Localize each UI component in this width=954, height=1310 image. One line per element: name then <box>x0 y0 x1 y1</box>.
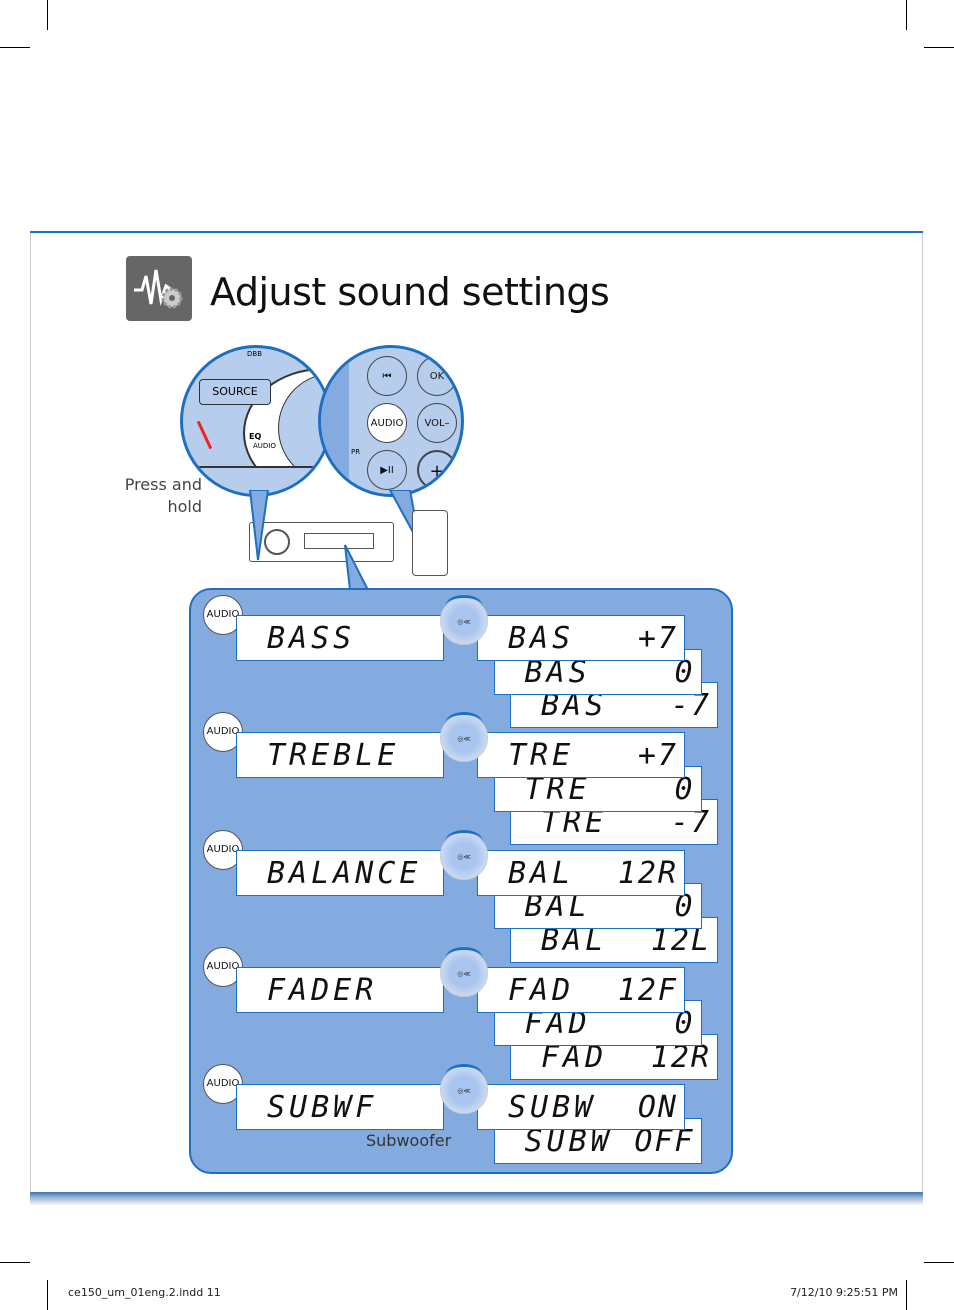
setting-label: BAS <box>508 621 575 656</box>
head-unit-zoom: DBB SOURCE EQ AUDIO <box>180 345 332 497</box>
remote-zoom: ⏮ OK AUDIO VOL– ▶II + PR <box>318 345 464 497</box>
crop-mark <box>924 47 954 48</box>
bottom-rule <box>30 1192 923 1206</box>
setting-value: 12R <box>617 855 678 891</box>
dbb-label: DBB <box>247 350 262 358</box>
subwoofer-caption: Subwoofer <box>366 1131 452 1150</box>
lcd-display: TREBLE <box>236 732 444 779</box>
crop-mark <box>0 47 30 48</box>
setting-label: SUBW <box>508 1090 597 1126</box>
rotary-knob-icon: ◎≪ <box>440 595 488 645</box>
rotary-knob-icon: ◎≪ <box>440 946 488 997</box>
rotary-knob-icon: ◎≪ <box>440 829 488 880</box>
lcd-display: SUBWF <box>236 1084 444 1131</box>
prev-button: ⏮ <box>367 356 407 396</box>
setting-value: +7 <box>637 738 678 774</box>
lcd-value-display: BAL 12R <box>477 849 685 896</box>
source-button: SOURCE <box>199 379 271 405</box>
remote-illustration <box>412 510 448 576</box>
lcd-display: BALANCE <box>236 849 444 896</box>
audio-button: AUDIO <box>367 403 407 443</box>
lcd-value-display: BAS +7 <box>477 615 685 661</box>
ok-button: OK <box>417 356 457 396</box>
setting-value: 0 <box>674 1006 695 1042</box>
pr-label: PR <box>351 448 361 456</box>
crop-mark <box>906 0 907 30</box>
lcd-value-display: SUBW ON <box>477 1084 685 1131</box>
rotary-knob-icon: ◎≪ <box>440 712 488 763</box>
setting-value: ON <box>637 1090 678 1126</box>
lcd-display: FADER <box>236 966 444 1013</box>
crop-mark <box>924 1262 954 1263</box>
crop-mark <box>47 1280 48 1310</box>
frame-right <box>922 233 923 1193</box>
play-pause-button: ▶II <box>367 450 407 490</box>
lcd-display: BASS <box>236 615 444 661</box>
setting-value: 0 <box>674 654 695 690</box>
setting-label: BAL <box>508 855 575 891</box>
footer-timestamp: 7/12/10 9:25:51 PM <box>790 1286 898 1299</box>
top-rule <box>30 231 923 233</box>
setting-value: 12F <box>617 972 678 1008</box>
lcd-value-display: TRE +7 <box>477 732 685 779</box>
crop-mark <box>0 1262 30 1263</box>
setting-value: 0 <box>674 889 695 925</box>
footer-filename: ce150_um_01eng.2.indd 11 <box>68 1286 221 1299</box>
setting-value: 0 <box>674 771 695 807</box>
sound-settings-icon <box>126 256 192 321</box>
red-indicator <box>196 420 213 450</box>
lcd-value-display: FAD 12F <box>477 966 685 1013</box>
setting-label: TRE <box>508 738 575 774</box>
crop-mark <box>47 0 48 30</box>
press-and-hold-label: Press and hold <box>124 475 202 516</box>
rotary-knob-icon: ◎≪ <box>440 1064 488 1115</box>
setting-label: FAD <box>508 972 575 1008</box>
eq-label: EQ <box>249 432 262 441</box>
plus-button: + <box>417 450 457 490</box>
page-title: Adjust sound settings <box>210 270 610 314</box>
frame-left <box>30 233 31 1193</box>
audio-label: AUDIO <box>253 442 276 450</box>
vol-minus-button: VOL– <box>417 403 457 443</box>
setting-value: +7 <box>637 621 678 656</box>
crop-mark <box>906 1280 907 1310</box>
head-unit-illustration <box>249 522 394 562</box>
